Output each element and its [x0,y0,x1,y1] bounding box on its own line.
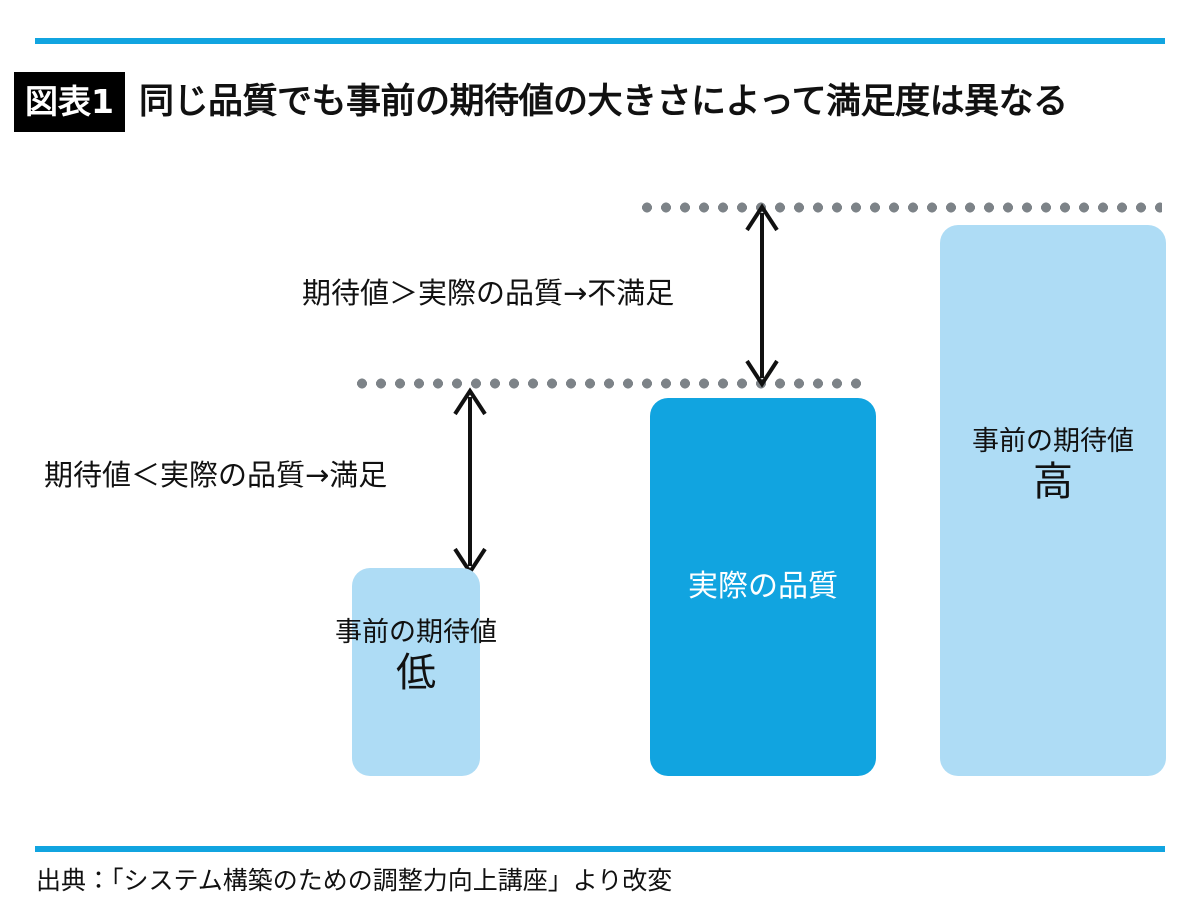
bar-expectation-high-value: 高 [1033,458,1073,505]
annotation-dissatisfied: 期待値＞実際の品質→不満足 [302,276,675,310]
bar-expectation-low: 事前の期待値 低 [335,568,497,776]
bar-expectation-high-label: 事前の期待値 [972,426,1134,457]
top-accent-rule [35,38,1165,44]
bar-expectation-low-value: 低 [396,649,436,696]
bottom-accent-rule [35,846,1165,852]
bar-expectation-low-label: 事前の期待値 [335,617,497,648]
bar-expectation-high: 事前の期待値 高 [940,225,1166,776]
bar-actual-quality: 実際の品質 [650,398,876,776]
gap-arrow-dissatisfied [745,203,779,388]
figure-header: 図表1 同じ品質でも事前の期待値の大きさによって満足度は異なる [14,68,1180,136]
figure-number-badge: 図表1 [14,72,125,132]
figure-title: 同じ品質でも事前の期待値の大きさによって満足度は異なる [138,81,1068,122]
annotation-satisfied: 期待値＜実際の品質→満足 [44,458,388,492]
reference-line-high-expectation [640,202,1162,213]
reference-line-actual-quality [355,378,867,389]
figure-source: 出典：「システム構築のための調整力向上講座」より改変 [36,866,673,895]
bar-actual-quality-label: 実際の品質 [688,569,838,605]
gap-arrow-satisfied [453,387,487,576]
